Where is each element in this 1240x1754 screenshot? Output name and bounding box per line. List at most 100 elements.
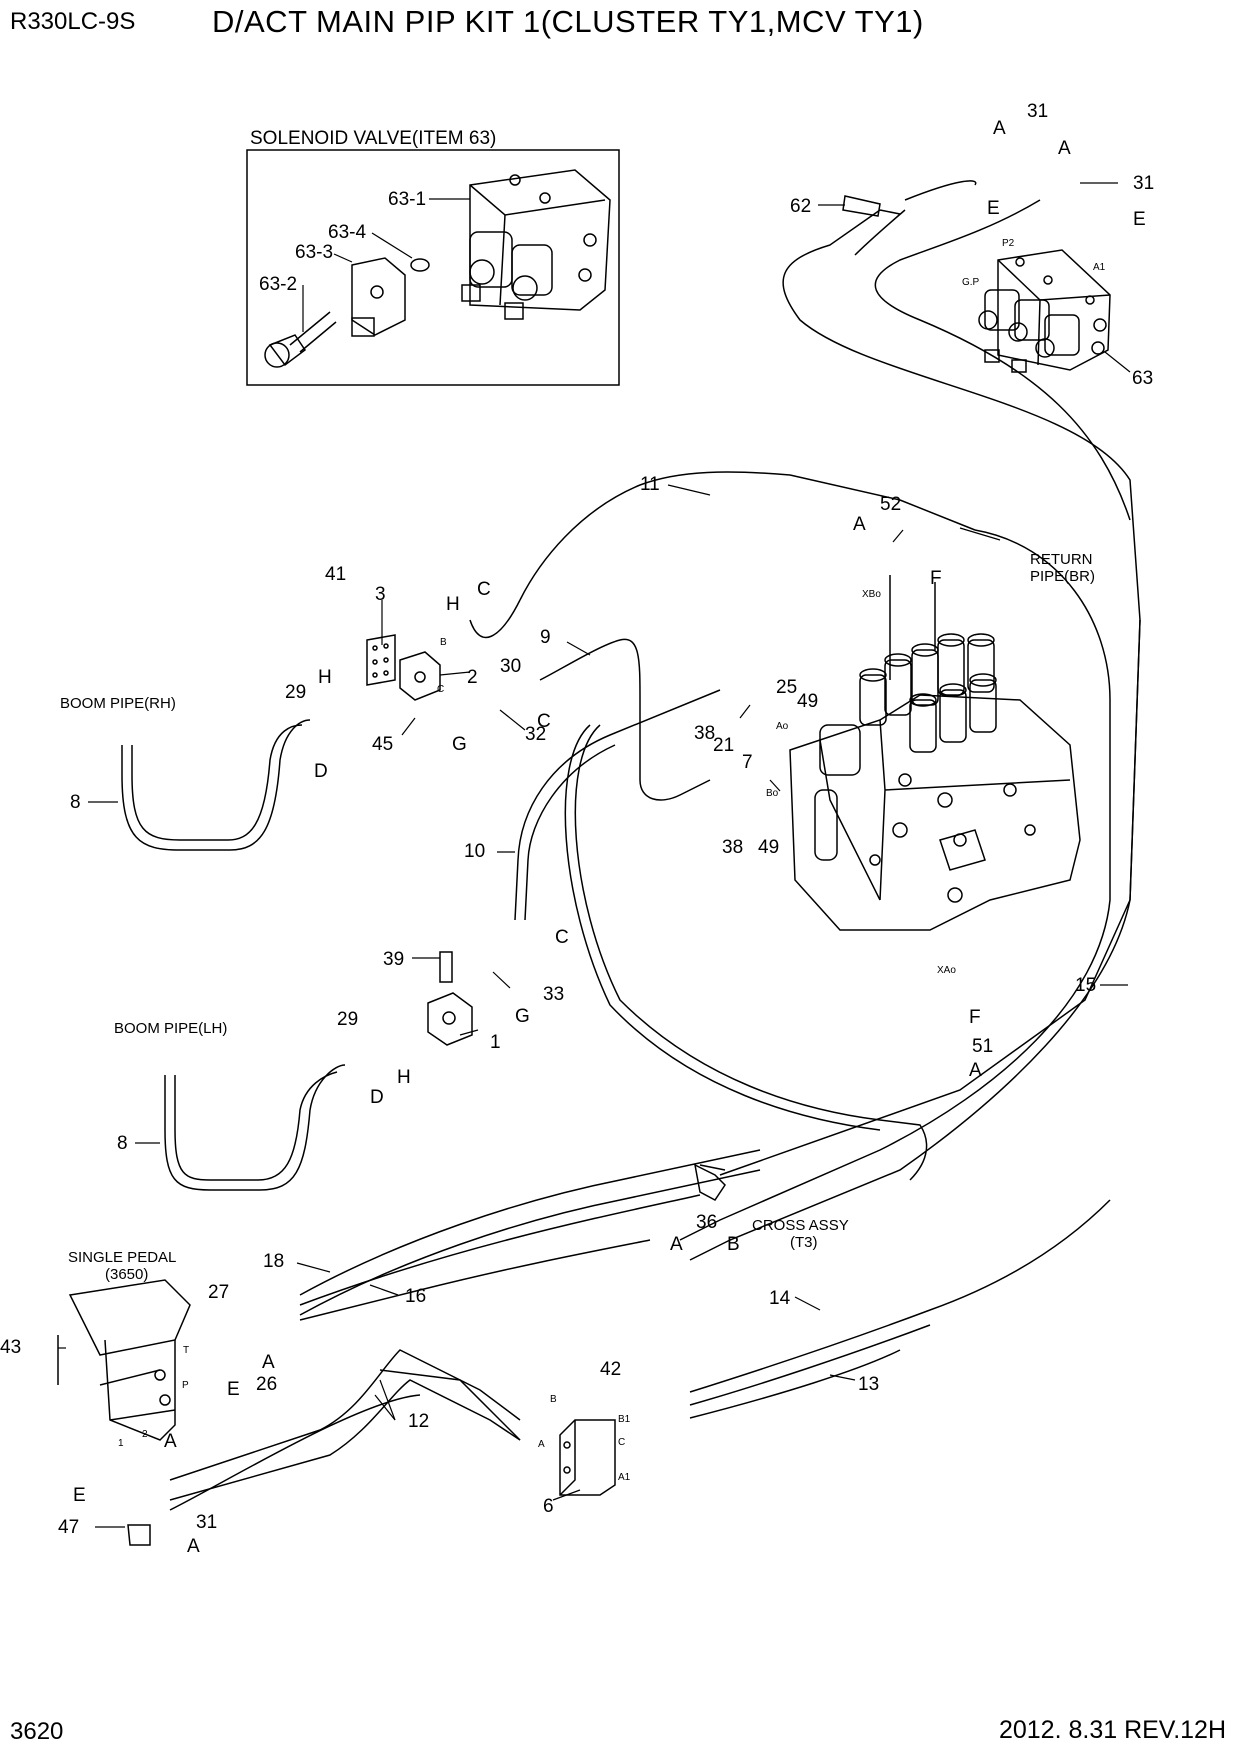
part-callout: 21 (713, 735, 734, 756)
part-callout: 38 (722, 837, 743, 858)
port-label: XAo (937, 965, 956, 976)
connector-letter: H (397, 1067, 411, 1088)
connector-letter: A (164, 1431, 177, 1452)
port-label: B (440, 637, 447, 648)
port-label: C (618, 1437, 625, 1448)
port-label: 2 (142, 1429, 148, 1440)
part-callout: 11 (640, 474, 660, 495)
connector-letter: E (73, 1485, 86, 1506)
connector-letter: H (318, 667, 332, 688)
part-callout: 62 (790, 196, 811, 217)
part-callout: 41 (325, 564, 346, 585)
part-callout: 45 (372, 734, 393, 755)
port-label: A1 (1093, 262, 1106, 273)
part-callout: 49 (797, 691, 818, 712)
connector-letter: A (1058, 138, 1071, 159)
connector-letter: G (452, 734, 467, 755)
page-number: 3620 (10, 1718, 64, 1745)
part-callout: 27 (208, 1282, 229, 1303)
part-callout: 63 (1132, 368, 1153, 389)
model-number: R330LC-9S (10, 8, 136, 35)
connector-letter: G (515, 1006, 530, 1027)
part-callout: 49 (758, 837, 779, 858)
part-callout: 18 (263, 1251, 284, 1272)
part-callout: 7 (742, 752, 753, 773)
connector-letter: D (314, 761, 328, 782)
port-label: A (538, 1439, 545, 1450)
port-label: P (182, 1380, 189, 1391)
connector-letter: E (1133, 209, 1146, 230)
port-label: P2 (1002, 238, 1015, 249)
connector-letter: C (537, 711, 551, 732)
part-callout: 16 (405, 1286, 426, 1307)
port-label: Ao (776, 721, 789, 732)
port-label: C (437, 684, 444, 695)
part-callout: 29 (285, 682, 306, 703)
part-callout: 26 (256, 1374, 277, 1395)
port-label: T (183, 1345, 189, 1356)
single-pedal-label-1: SINGLE PEDAL (68, 1249, 176, 1266)
part-callout: 3 (375, 584, 386, 605)
part-callout: 15 (1075, 975, 1096, 996)
part-callout: 29 (337, 1009, 358, 1030)
return-pipe-label-1: RETURN (1030, 551, 1093, 568)
part-callout: 31 (1027, 101, 1048, 122)
part-callout: 25 (776, 677, 797, 698)
part-callout: 33 (543, 984, 564, 1005)
part-callout: 63-3 (295, 242, 333, 263)
connector-letter: D (370, 1087, 384, 1108)
connector-letter: B (727, 1234, 740, 1255)
part-callout: 47 (58, 1517, 79, 1538)
connector-letter: A (993, 118, 1006, 139)
port-label: A1 (618, 1472, 631, 1483)
port-label: 1 (118, 1438, 124, 1449)
port-label: Bo (766, 788, 779, 799)
part-callout: 42 (600, 1359, 621, 1380)
part-callout: 8 (117, 1133, 128, 1154)
connector-letter: C (555, 927, 569, 948)
part-callout: 2 (467, 667, 478, 688)
part-callout: 43 (0, 1337, 21, 1358)
part-callout: 63-2 (259, 274, 297, 295)
connector-letter: F (969, 1007, 981, 1028)
connector-letter: A (187, 1536, 200, 1557)
part-callout: 30 (500, 656, 521, 677)
part-callout: 31 (196, 1512, 217, 1533)
connector-letter: C (477, 579, 491, 600)
part-callout: 9 (540, 627, 551, 648)
port-label: B1 (618, 1414, 631, 1425)
port-label: B (550, 1394, 557, 1405)
part-callout: 12 (408, 1411, 429, 1432)
part-callout: 8 (70, 792, 81, 813)
connector-letter: F (930, 568, 942, 589)
boom-pipe-rh-label: BOOM PIPE(RH) (60, 695, 176, 712)
part-callout: 6 (543, 1496, 554, 1517)
part-callout: 13 (858, 1374, 879, 1395)
cross-assy-label-1: CROSS ASSY (752, 1217, 849, 1234)
solenoid-valve-label: SOLENOID VALVE(ITEM 63) (250, 128, 496, 149)
page-title: D/ACT MAIN PIP KIT 1(CLUSTER TY1,MCV TY1… (212, 4, 924, 39)
connector-letter: H (446, 594, 460, 615)
cross-assy-label-2: (T3) (790, 1234, 818, 1251)
connector-letter: E (987, 198, 1000, 219)
solenoid-inset-box (246, 149, 620, 386)
part-callout: 63-1 (388, 189, 426, 210)
part-callout: 32 (525, 724, 546, 745)
part-callout: 52 (880, 494, 901, 515)
connector-letter: A (262, 1352, 275, 1373)
part-callout: 51 (972, 1036, 993, 1057)
part-callout: 39 (383, 949, 404, 970)
part-callout: 14 (769, 1288, 791, 1309)
port-label: XBo (862, 589, 881, 600)
boom-pipe-lh-label: BOOM PIPE(LH) (114, 1020, 227, 1037)
part-callout: 36 (696, 1212, 717, 1233)
part-callout: 1 (490, 1032, 501, 1053)
part-callout: 63-4 (328, 222, 366, 243)
connector-letter: A (969, 1060, 982, 1081)
part-callout: 38 (694, 723, 715, 744)
single-pedal-label-2: (3650) (105, 1266, 148, 1283)
